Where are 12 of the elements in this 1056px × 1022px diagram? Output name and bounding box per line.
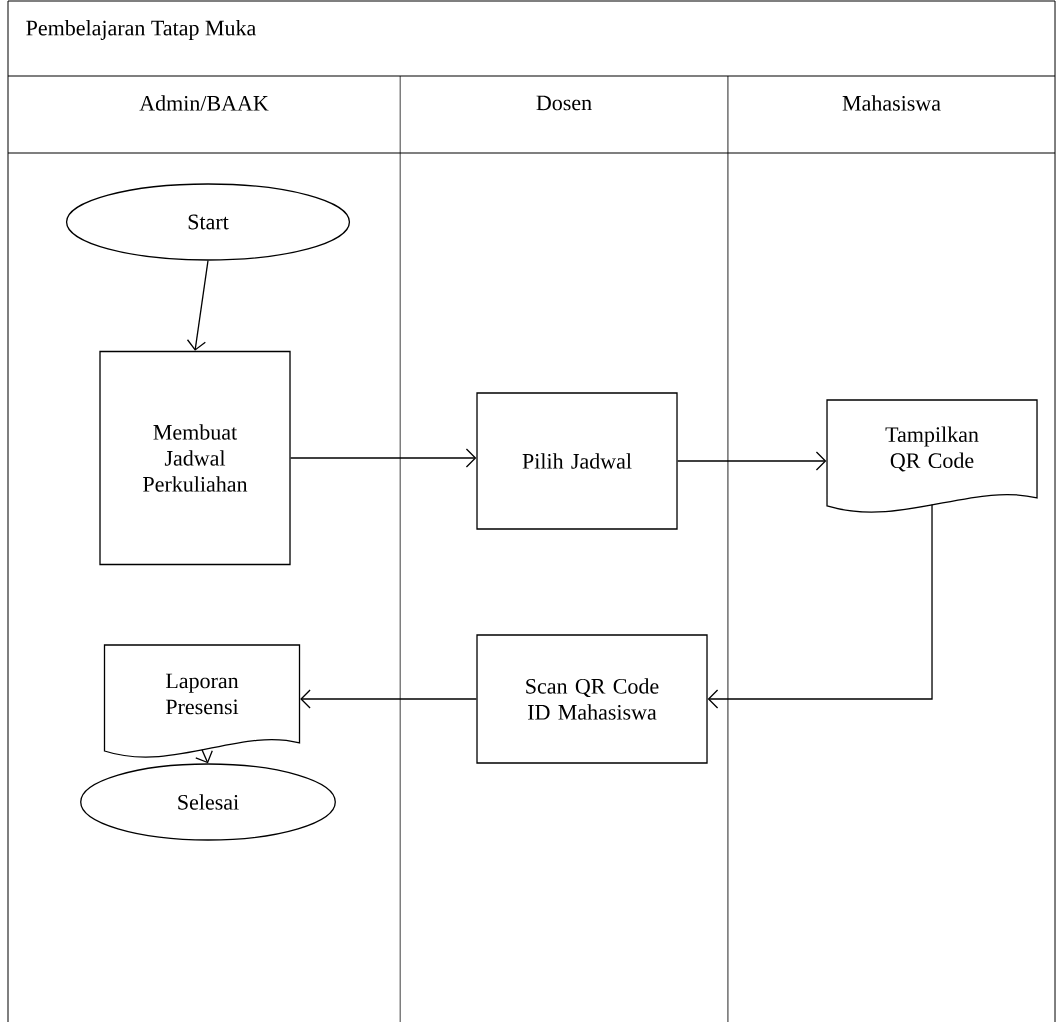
arrow (290, 448, 477, 468)
arrow (707, 504, 933, 709)
process-box: Scan QR Code ID Mahasiswa (476, 634, 708, 764)
process-box: Membuat Jadwal Perkuliahan (99, 350, 291, 566)
title: Pembelajaran Tatap Muka (26, 20, 256, 40)
process-box: Pilih Jadwal (476, 392, 678, 530)
arrow (677, 451, 827, 471)
lane-header: Dosen (536, 95, 592, 111)
lane-header: Mahasiswa (842, 95, 941, 111)
lane-header: Admin/BAAK (139, 95, 269, 111)
arrow (300, 689, 477, 709)
arrow (186, 260, 209, 351)
